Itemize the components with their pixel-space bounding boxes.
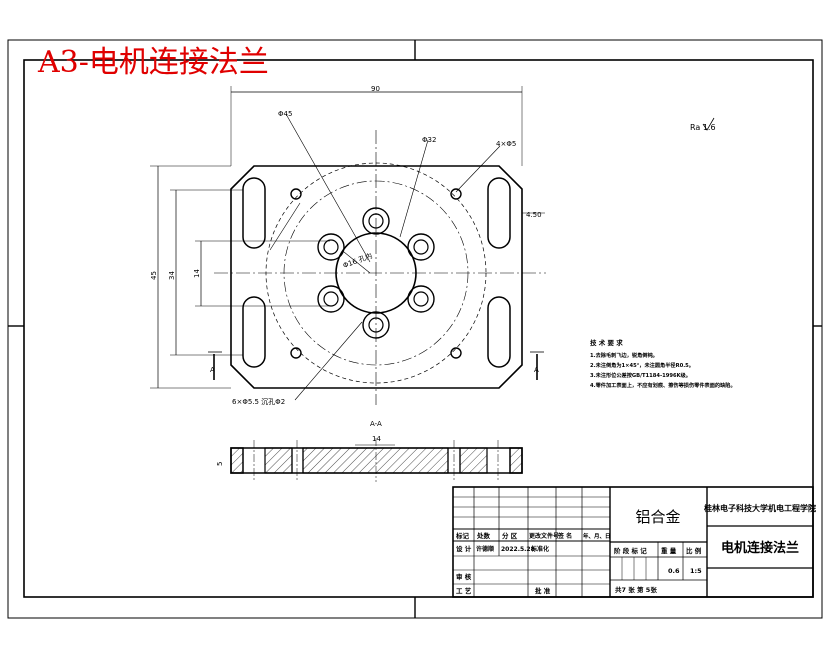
inner-frame [23, 59, 814, 598]
approve-label: 批 准 [535, 586, 551, 595]
counterbore-holes [317, 207, 435, 339]
slots [242, 177, 511, 368]
dim-height-total: 45 [150, 271, 158, 280]
roughness-note: Ra 1.6 [690, 123, 716, 132]
header-zone: 分 区 [502, 531, 518, 540]
scale-label: 比 例 [686, 546, 702, 555]
header-signature: 签 名 [557, 532, 572, 540]
weight-label: 重 量 [661, 546, 677, 555]
tech-req-item: 2.未注倒角为1×45°，未注圆角半径R0.5。 [590, 361, 694, 369]
plan-view [150, 86, 546, 405]
dim-overall-width: 90 [371, 85, 380, 93]
dim-counterbore: 6×Φ5.5 沉孔Φ2 [232, 398, 285, 406]
roughness-symbol [702, 117, 715, 131]
flange-outline [230, 165, 523, 389]
section-title: A-A [370, 420, 382, 428]
tech-req-item: 3.未注形位公差按GB/T1184-1996K级。 [590, 371, 691, 379]
outer-pcd-circle [265, 162, 487, 384]
dim-height-mid: 34 [168, 271, 176, 280]
tech-req-heading: 技 术 要 求 [590, 338, 623, 347]
review-label: 审 核 [456, 572, 472, 581]
header-count: 处数 [476, 531, 491, 540]
dim-section-width: 14 [372, 435, 381, 443]
title-block [452, 486, 814, 598]
part-name: 电机连接法兰 [721, 540, 799, 556]
dim-corner-holes: 4×Φ5 [496, 140, 516, 148]
dim-height-inner: 14 [193, 269, 201, 278]
dim-slot-width: 4.50 [526, 211, 542, 219]
tech-req-item: 1.去除毛刺飞边，锐角倒钝。 [590, 351, 658, 359]
drawing-title: A3-电机连接法兰 [37, 45, 269, 80]
header-date: 年、月、日 [583, 532, 611, 540]
design-label: 设 计 [456, 544, 472, 553]
school-name: 桂林电子科技大学机电工程学院 [703, 503, 816, 513]
header-mark: 标记 [455, 531, 470, 540]
dim-bolt-circle: Φ45 [278, 110, 292, 118]
process-label: 工 艺 [456, 586, 472, 595]
standard-label: 标准化 [530, 545, 549, 553]
center-bore [335, 232, 417, 314]
scale-value: 1:5 [690, 567, 702, 575]
section-mark-right: A [534, 366, 539, 374]
design-date: 2022.5.28 [501, 546, 535, 553]
section-view [230, 438, 523, 482]
stage-label: 阶 段 标 记 [614, 546, 647, 555]
corner-holes [290, 188, 462, 359]
tech-req-item: 4.零件加工表面上，不应有划痕、擦伤等损伤零件表面的缺陷。 [590, 381, 736, 389]
material-value: 铝合金 [635, 508, 680, 526]
dim-thickness: 5 [216, 462, 224, 466]
designer-name: 许德顺 [476, 545, 494, 553]
section-mark-left: A [210, 366, 215, 374]
sheet-count: 共7 张 第 5张 [615, 585, 657, 594]
weight-value: 0.6 [668, 567, 680, 575]
header-change-doc: 更改文件号 [529, 532, 559, 540]
dim-center-hole: Φ32 [422, 136, 436, 144]
